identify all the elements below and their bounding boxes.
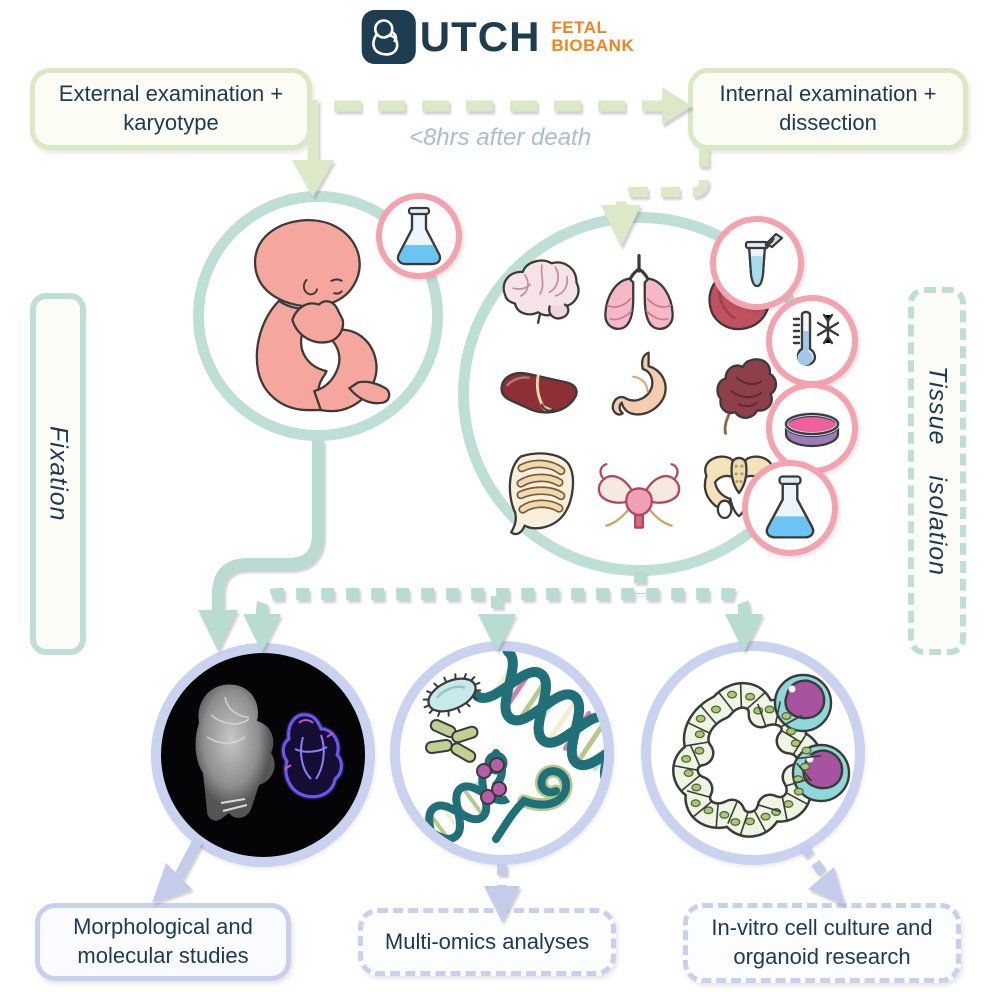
- arrow-external-to-internal: [334, 87, 692, 125]
- erlenmeyer-flask-icon: [765, 475, 815, 539]
- flask-badge: [742, 460, 838, 556]
- arrow-organoid-to-box: [798, 843, 845, 905]
- omics-circle: [390, 641, 614, 865]
- logo-tagline-line2: BIOBANK: [551, 36, 635, 55]
- internal-examination-label: Internal examination + dissection: [719, 81, 937, 135]
- logo-wordmark: UTCH: [419, 13, 541, 60]
- timing-note: <8hrs after death: [408, 124, 592, 151]
- omics-outcome-box: Multi-omics analyses: [358, 908, 616, 976]
- invitro-outcome-box: In-vitro cell culture and organoid resea…: [683, 903, 961, 983]
- arrow-imaging-to-box: [152, 837, 203, 903]
- freezer-thermometer-icon: [792, 310, 840, 366]
- snowflake-glyph: [816, 313, 840, 345]
- arrow-organs-to-results: [243, 572, 763, 652]
- kidney-icon: [715, 358, 777, 436]
- fetus-ear: [302, 278, 318, 296]
- organoid-circle: [641, 641, 865, 865]
- fetus-logo-icon: [361, 10, 416, 64]
- erlenmeyer-flask-icon: [396, 206, 442, 266]
- logo-tagline-line1: FETAL: [551, 18, 608, 38]
- organoid-and-cells-illustration: [672, 673, 851, 838]
- stomach-icon: [611, 351, 668, 416]
- petri-badge: [766, 382, 858, 474]
- fetus-illustration: [253, 219, 391, 413]
- dutch-fetal-biobank-logo: UTCH FETAL BIOBANK: [361, 10, 635, 64]
- bacterium-icon: [422, 673, 482, 717]
- invitro-outcome-label: In-vitro cell culture and organoid resea…: [711, 915, 933, 969]
- lungs-icon: [604, 253, 675, 331]
- internal-examination-box: Internal examination + dissection: [688, 68, 968, 150]
- external-examination-label: External examination + karyotype: [58, 81, 284, 135]
- tube-badge: [710, 216, 804, 310]
- dna-rna-microbes-illustration: [405, 651, 604, 855]
- fixative-flask-badge: [376, 193, 462, 279]
- microcentrifuge-tube-icon: [744, 232, 784, 288]
- freezer-badge: [766, 295, 858, 387]
- imaging-circle: [151, 643, 375, 867]
- external-examination-box: External examination + karyotype: [30, 68, 312, 150]
- tissue-isolation-label-box: Tissue isolation: [908, 287, 966, 655]
- uterus-icon: [598, 462, 681, 529]
- fixation-label: Fixation: [44, 426, 73, 522]
- microct-and-heart-section-image: [161, 653, 365, 857]
- tissue-isolation-label: Tissue isolation: [923, 365, 952, 577]
- logo-tagline: FETAL BIOBANK: [551, 19, 634, 55]
- petri-dish-icon: [784, 412, 840, 448]
- arrow-fetus-to-imaging: [198, 440, 324, 651]
- fixation-label-box: Fixation: [30, 293, 86, 655]
- omics-outcome-label: Multi-omics analyses: [384, 928, 590, 954]
- liver-icon: [500, 372, 578, 414]
- morphology-outcome-box: Morphological and molecular studies: [35, 903, 291, 981]
- brain-icon: [502, 259, 580, 324]
- morphology-outcome-label: Morphological and molecular studies: [73, 914, 253, 968]
- intestines-icon: [508, 452, 575, 535]
